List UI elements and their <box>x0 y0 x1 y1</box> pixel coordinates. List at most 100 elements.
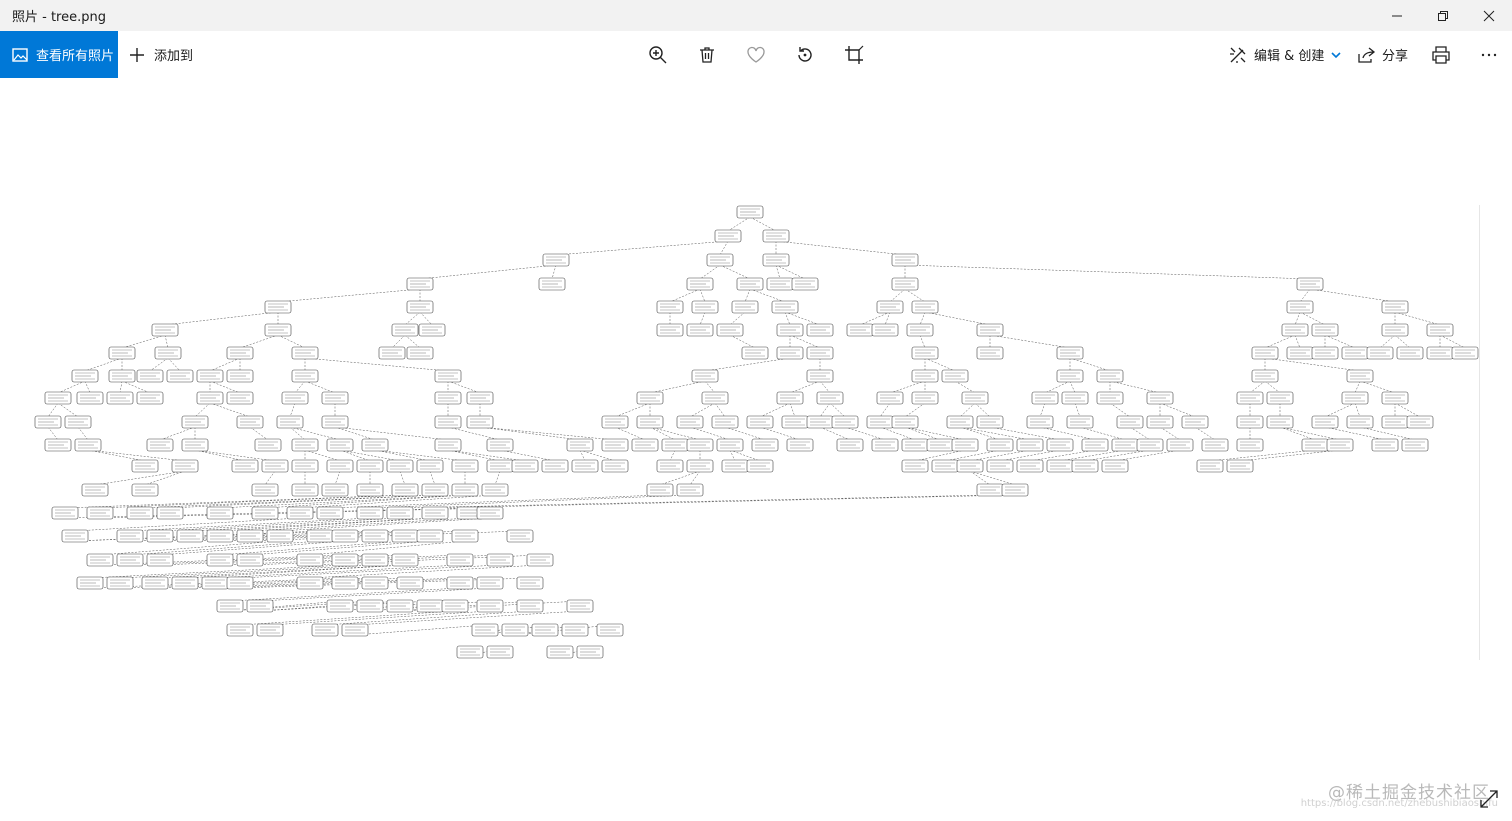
tree-node <box>1281 323 1309 337</box>
tree-node <box>406 277 434 291</box>
close-button[interactable] <box>1466 0 1512 31</box>
tree-node <box>421 483 449 497</box>
tree-node <box>781 415 809 429</box>
edit-create-button[interactable]: 编辑 & 创建 <box>1228 31 1342 78</box>
delete-button[interactable] <box>695 31 719 78</box>
tree-edge <box>294 380 306 394</box>
tree-node <box>206 553 234 567</box>
tree-edge <box>969 470 1016 486</box>
tree-edge <box>354 624 486 636</box>
tree-edge <box>194 449 276 462</box>
tree-node <box>1066 415 1094 429</box>
tree-node <box>131 483 159 497</box>
more-icon <box>1481 53 1497 56</box>
tree-edge <box>775 240 906 256</box>
tree-edge <box>719 240 729 256</box>
more-button[interactable] <box>1478 31 1500 78</box>
tree-edge <box>167 357 181 372</box>
add-to-button[interactable]: 添加到 <box>128 31 193 78</box>
tree-node <box>356 599 384 613</box>
share-button[interactable]: 分享 <box>1356 31 1408 78</box>
tree-edge <box>87 449 186 462</box>
tree-edge <box>57 402 79 418</box>
tree-edge <box>269 610 491 626</box>
tree-edge <box>889 380 926 394</box>
tree-node <box>941 369 969 383</box>
tree-edge <box>289 402 296 418</box>
tree-edge <box>1059 449 1126 462</box>
tree-node <box>356 506 384 520</box>
tree-node <box>1381 415 1409 429</box>
tree-node <box>434 415 462 429</box>
tree-edge <box>1249 380 1266 394</box>
tree-node <box>416 529 444 543</box>
tree-node <box>206 529 234 543</box>
tree-node <box>1046 438 1074 452</box>
tree-node <box>831 415 859 429</box>
tree-node <box>1286 300 1314 314</box>
crop-button[interactable] <box>842 31 866 78</box>
tree-edge <box>249 517 471 532</box>
edit-create-icon <box>1230 47 1246 63</box>
tree-edge <box>784 311 821 326</box>
tree-node <box>441 599 469 613</box>
tree-edge <box>169 494 436 509</box>
see-all-photos-label: 查看所有照片 <box>36 49 115 64</box>
image-viewport[interactable] <box>0 78 1512 821</box>
tree-node <box>601 415 629 429</box>
tree-node <box>1081 438 1109 452</box>
tree-node <box>541 459 569 473</box>
rotate-button[interactable] <box>793 31 817 78</box>
tree-edge <box>724 426 766 441</box>
tree-node <box>181 415 209 429</box>
tree-node <box>686 277 714 291</box>
restore-button[interactable] <box>1420 0 1466 31</box>
tree-node <box>61 529 89 543</box>
tree-edge <box>434 494 1016 509</box>
zoom-button[interactable] <box>646 31 670 78</box>
tree-edge <box>669 288 701 303</box>
tree-node <box>656 459 684 473</box>
tree-node <box>386 459 414 473</box>
tree-node <box>116 529 144 543</box>
tree-node <box>261 459 289 473</box>
tree-node <box>1236 415 1264 429</box>
tree-edge <box>1109 402 1131 418</box>
tree-node <box>1266 391 1294 405</box>
tree-edge <box>184 564 406 579</box>
tree-node <box>1426 346 1454 360</box>
tree-node <box>356 459 384 473</box>
tree-node <box>1056 346 1084 360</box>
tree-edge <box>551 264 557 280</box>
tree-edge <box>649 426 676 441</box>
tree-node <box>1346 415 1374 429</box>
tree-edge <box>889 288 906 303</box>
tree-edge <box>579 449 616 462</box>
tree-edge <box>714 402 726 418</box>
tree-node <box>516 599 544 613</box>
tree-edge <box>999 449 1061 462</box>
tree-node <box>1371 438 1399 452</box>
tree-edge <box>1264 334 1296 349</box>
see-all-photos-button[interactable]: 查看所有照片 <box>0 31 118 78</box>
tree-node <box>1136 438 1164 452</box>
tree-node <box>876 300 904 314</box>
minimize-button[interactable] <box>1374 0 1420 31</box>
print-button[interactable] <box>1430 31 1452 78</box>
favorite-button[interactable] <box>744 31 768 78</box>
tree-node <box>1406 415 1434 429</box>
tree-edge <box>264 470 276 486</box>
tree-edge <box>969 449 1031 462</box>
expand-icon[interactable] <box>1478 788 1500 810</box>
tree-edge <box>299 494 496 509</box>
tree-node <box>691 369 719 383</box>
tree-edge <box>659 470 701 486</box>
tree-edge <box>1354 402 1361 418</box>
tree-node <box>676 483 704 497</box>
tree-edge <box>1394 402 1421 418</box>
tree-node <box>171 576 199 590</box>
tree-node <box>166 369 194 383</box>
tree-edge <box>119 564 376 579</box>
tree-node <box>762 229 790 243</box>
tree-node <box>256 623 284 637</box>
